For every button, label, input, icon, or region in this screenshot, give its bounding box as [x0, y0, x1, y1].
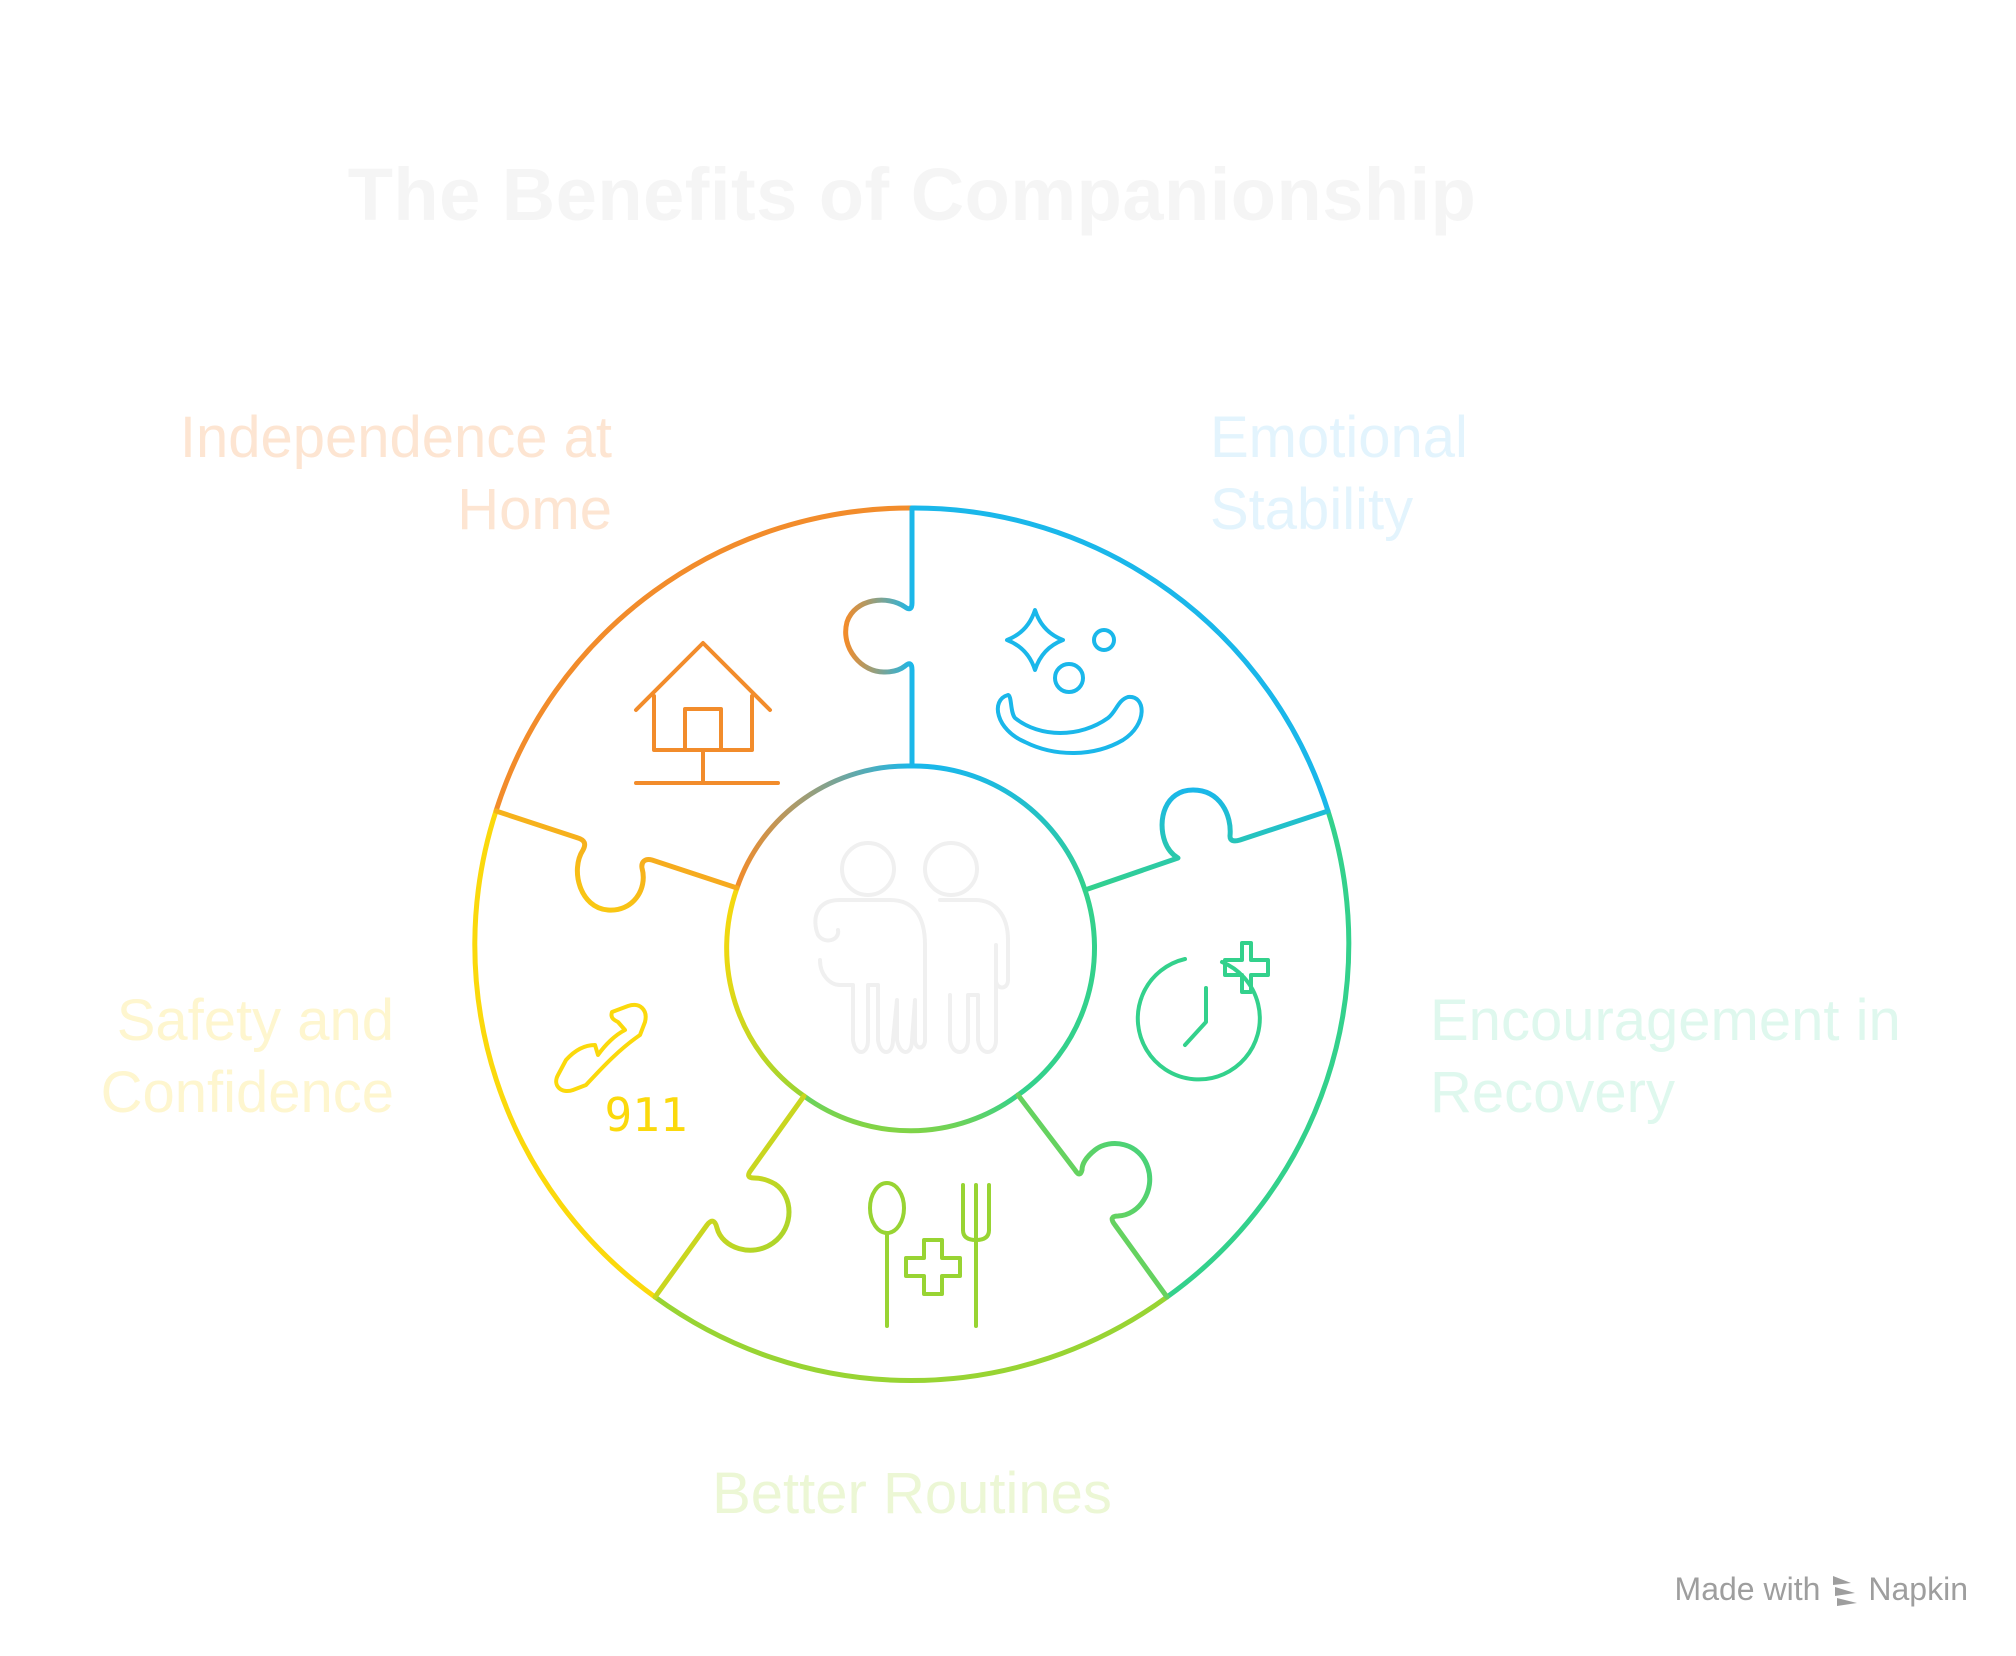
- outer-arc-lime: [652, 1294, 1170, 1384]
- inner-arc-top-left: [734, 763, 915, 891]
- sparkle-face-icon: [995, 608, 1144, 755]
- separator-bottom-left: [652, 1093, 807, 1300]
- diagram-title: The Benefits of Companionship: [347, 153, 1477, 236]
- outer-arc-green: [1164, 808, 1352, 1300]
- made-with-text: Made with: [1674, 1571, 1821, 1607]
- phone-911-icon: [554, 1003, 648, 1093]
- separator-bottom-right: [1015, 1092, 1170, 1300]
- outer-arc-yellow: [472, 808, 658, 1300]
- inner-arc-bottom: [801, 1092, 1021, 1134]
- napkin-logo-icon: [1833, 1575, 1858, 1606]
- house-icon: [634, 641, 780, 785]
- separator-top: [843, 505, 915, 769]
- separator-right: [1082, 787, 1331, 893]
- outer-ring: [472, 505, 1352, 1384]
- inner-ring: [724, 763, 1097, 1134]
- napkin-brand[interactable]: Napkin: [1830, 1571, 1968, 1608]
- separator-left: [493, 808, 740, 913]
- puzzle-separators: [493, 505, 1331, 1300]
- label-better-routines: Better Routines: [712, 1461, 1112, 1526]
- clock-plus-icon: [1135, 941, 1270, 1082]
- emergency-number-text: 911: [604, 1088, 687, 1142]
- outer-arc-blue: [909, 505, 1331, 814]
- utensils-medical-icon: [868, 1181, 991, 1328]
- footer-attribution: Made with Napkin: [1675, 1571, 1968, 1608]
- inner-arc-right: [1015, 887, 1097, 1098]
- inner-arc-top-right: [909, 763, 1088, 893]
- elderly-couple-icon: [813, 841, 1010, 1054]
- inner-arc-left: [724, 885, 807, 1099]
- napkin-brand-label: Napkin: [1868, 1571, 1968, 1607]
- outer-arc-orange: [493, 505, 915, 814]
